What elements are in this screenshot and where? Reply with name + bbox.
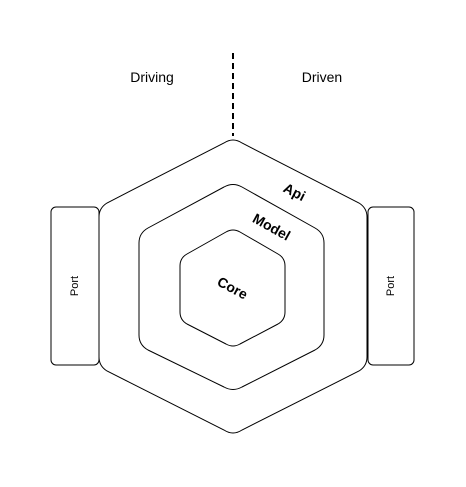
core-hexagon bbox=[179, 229, 286, 347]
right-port-box bbox=[367, 206, 415, 366]
right-port-label: Port bbox=[385, 276, 397, 296]
left-port-label: Port bbox=[69, 276, 81, 296]
driven-label: Driven bbox=[302, 69, 342, 85]
driving-label: Driving bbox=[130, 69, 174, 85]
